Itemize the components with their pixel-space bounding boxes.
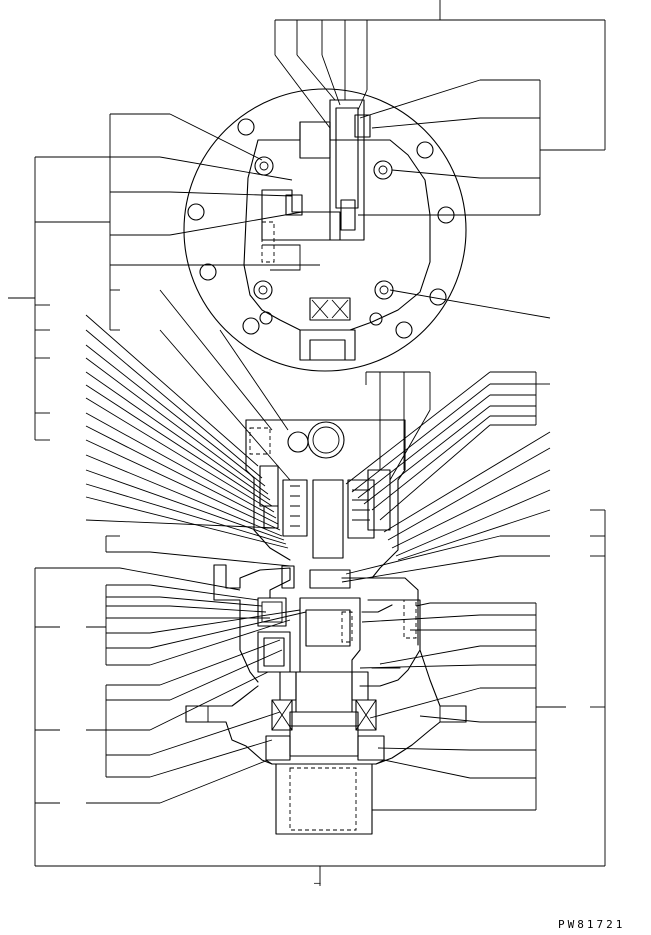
leader-lines (8, 0, 606, 886)
top-view-flange (183, 88, 467, 372)
bottom-mark: – (314, 876, 321, 889)
drawing-code: PW81721 (558, 918, 626, 931)
section-view-body (185, 419, 467, 835)
